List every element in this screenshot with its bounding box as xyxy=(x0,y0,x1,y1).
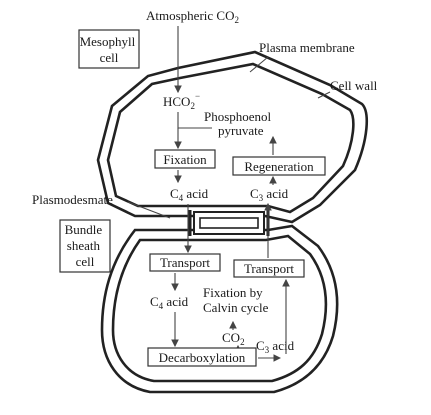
mesophyll-plasma-membrane xyxy=(106,62,355,214)
decarboxylation-label: Decarboxylation xyxy=(159,350,246,365)
bundle-sheath-label-box xyxy=(59,219,111,273)
cell-wall-pointer xyxy=(317,91,331,99)
c4-acid-bottom-label: C4 acid xyxy=(150,294,189,311)
plasmodesmate-label: Plasmodesmate xyxy=(32,192,113,207)
plasma-membrane-label: Plasma membrane xyxy=(259,40,355,55)
plasma-membrane-pointer xyxy=(249,56,269,73)
fixation-label: Fixation xyxy=(163,152,207,167)
transport-right-label: Transport xyxy=(244,261,294,276)
pep-label: Phosphoenol pyruvate xyxy=(204,109,274,138)
decarboxylation-box xyxy=(147,347,257,367)
fixation-box xyxy=(154,149,216,169)
plasmodesmate-pointer xyxy=(127,201,171,219)
c3-acid-top-label: C3 acid xyxy=(250,186,289,203)
bundle-sheath-plasma-membrane xyxy=(111,234,328,383)
atmospheric-co2-label: Atmospheric CO2 xyxy=(146,8,239,25)
transport-left-label: Transport xyxy=(160,255,210,270)
transport-left-box xyxy=(149,253,221,272)
transport-right-box xyxy=(233,259,305,278)
hco3-label: HCO2− xyxy=(163,91,200,111)
mesophyll-cell-wall xyxy=(96,50,368,224)
cell-wall-label: Cell wall xyxy=(330,78,378,93)
calvin-cycle-label: Fixation by Calvin cycle xyxy=(203,285,269,315)
plasmodesmate-inner xyxy=(199,217,259,229)
mesophyll-label-box xyxy=(78,29,140,69)
regeneration-box xyxy=(232,156,326,176)
co2-bottom-label: CO2 xyxy=(222,330,245,347)
bundle-sheath-cell-wall xyxy=(100,224,339,394)
c4-acid-top-label: C4 acid xyxy=(170,186,209,203)
bundle-sheath-label: Bundle sheath cell xyxy=(65,222,106,269)
c3-acid-bottom-label: C3 acid xyxy=(256,338,295,355)
mesophyll-label: Mesophyll cell xyxy=(80,34,139,65)
regeneration-label: Regeneration xyxy=(244,159,314,174)
